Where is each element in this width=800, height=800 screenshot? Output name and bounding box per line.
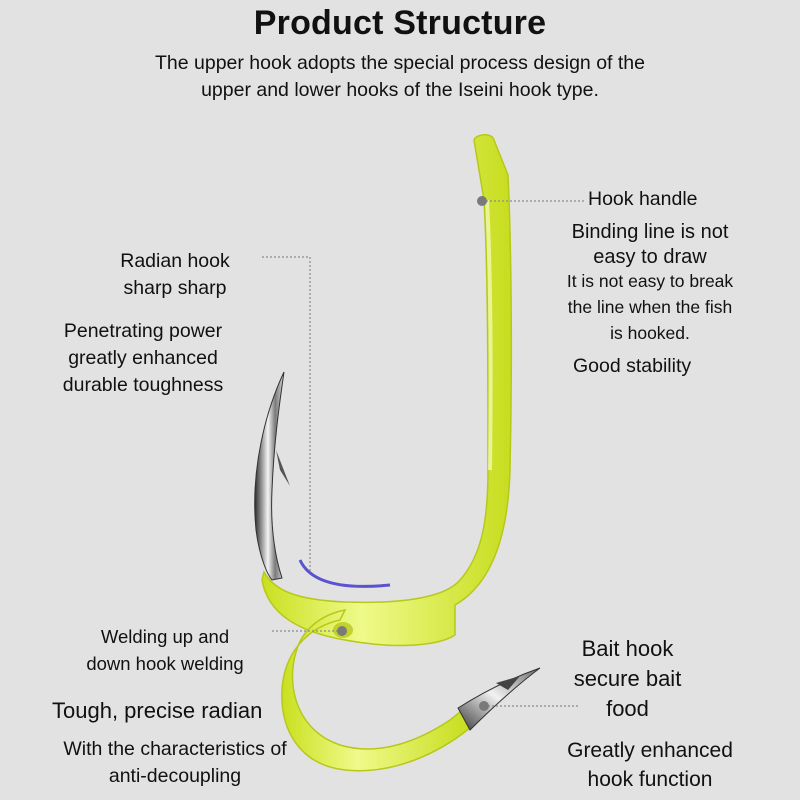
radian-hook-1: Radian hook — [120, 250, 230, 272]
welding-2: down hook welding — [86, 653, 244, 674]
bait-hook-point — [457, 667, 541, 731]
label-characteristics: With the characteristics of anti-decoupl… — [40, 736, 310, 790]
leader-radian-hook — [262, 256, 311, 572]
bait-hook-2: secure bait — [573, 666, 682, 691]
label-greatly-enhanced: Greatly enhanced hook function — [540, 736, 760, 794]
subtitle-line-1: The upper hook adopts the special proces… — [155, 52, 645, 74]
subtitle-line-2: upper and lower hooks of the Iseini hook… — [201, 79, 599, 101]
label-not-easy-break: It is not easy to break the line when th… — [545, 268, 755, 346]
upper-hook-body — [261, 134, 513, 647]
binding-line-2: easy to draw — [593, 246, 707, 268]
penetrating-1: Penetrating power — [63, 320, 223, 342]
label-good-stability: Good stability — [573, 355, 692, 377]
label-tough: Tough, precise radian — [52, 698, 263, 723]
label-welding: Welding up and down hook welding — [60, 623, 270, 677]
penetrating-3: durable toughness — [62, 374, 224, 396]
greatly-enhanced-2: hook function — [587, 768, 713, 791]
upper-hook-point — [254, 371, 391, 588]
label-radian-hook: Radian hook sharp sharp — [100, 248, 250, 302]
label-bait-hook: Bait hook secure bait food — [545, 634, 710, 724]
label-hook-handle: Hook handle — [588, 188, 698, 210]
bait-hook-3: food — [606, 696, 649, 721]
greatly-enhanced-1: Greatly enhanced — [567, 739, 733, 762]
not-easy-break-2: the line when the fish — [567, 297, 733, 317]
label-penetrating: Penetrating power greatly enhanced durab… — [38, 318, 248, 399]
characteristics-2: anti-decoupling — [108, 765, 242, 787]
welding-1: Welding up and — [100, 626, 230, 647]
penetrating-2: greatly enhanced — [68, 347, 218, 369]
leader-lines — [262, 200, 585, 707]
label-binding-line: Binding line is not easy to draw — [545, 219, 755, 268]
not-easy-break-1: It is not easy to break — [566, 271, 734, 291]
characteristics-1: With the characteristics of — [63, 738, 287, 760]
page-subtitle: The upper hook adopts the special proces… — [60, 50, 740, 104]
binding-line-1: Binding line is not — [571, 221, 729, 243]
bait-hook-1: Bait hook — [581, 636, 674, 661]
radian-hook-2: sharp sharp — [123, 277, 227, 299]
not-easy-break-3: is hooked. — [610, 323, 690, 343]
leader-dots — [337, 196, 489, 711]
page-title: Product Structure — [253, 4, 547, 42]
